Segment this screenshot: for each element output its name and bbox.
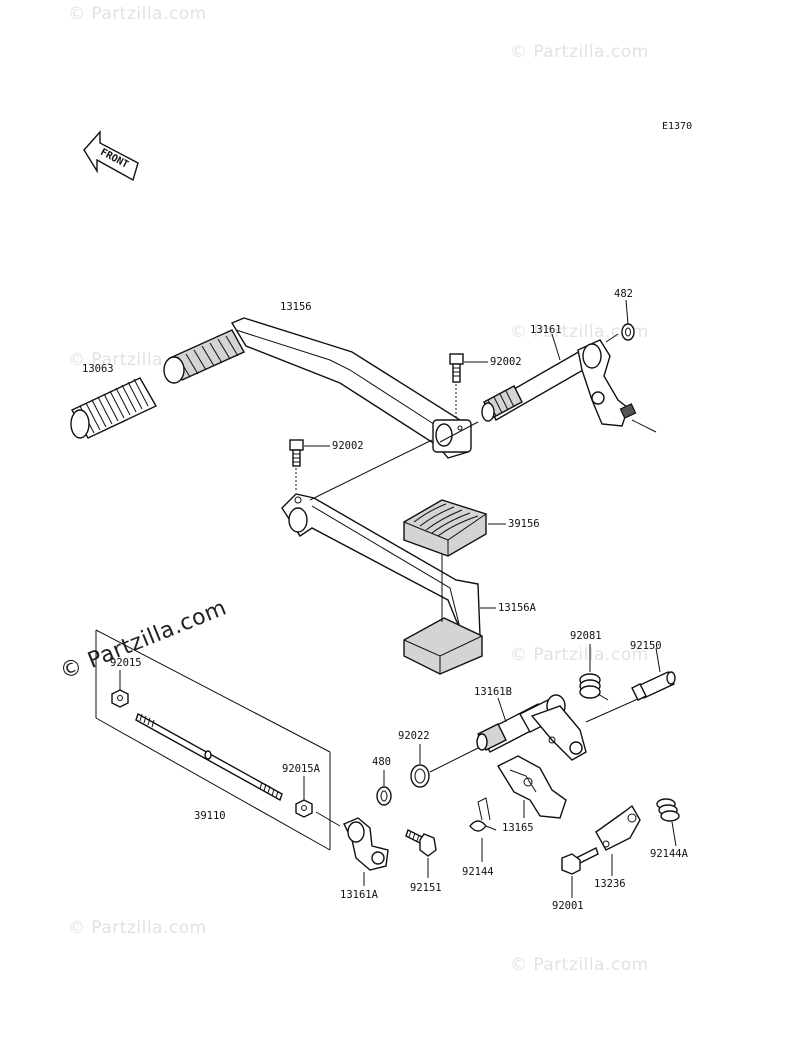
shift-lever-13156 (163, 317, 472, 459)
watermark: © Partzilla.com (68, 918, 207, 938)
shift-lever-13156A (281, 439, 496, 675)
part-label: 13236 (594, 878, 626, 890)
part-label: 480 (372, 756, 391, 768)
bolt-92151 (405, 829, 437, 878)
part-label: 92001 (552, 900, 584, 912)
bolt-92002-lower (289, 439, 330, 492)
part-label: 92015A (282, 763, 320, 775)
part-label: 92081 (570, 630, 602, 642)
bracket-13236 (595, 804, 641, 876)
watermark: © Partzilla.com (510, 645, 649, 665)
part-label: 92144A (650, 848, 688, 860)
circlip-480 (376, 770, 392, 806)
spring-92081 (579, 644, 609, 701)
washer-92022 (410, 744, 479, 788)
part-label: 482 (614, 288, 633, 300)
shift-shaft-13161B (476, 694, 641, 761)
part-label: 92002 (490, 356, 522, 368)
part-label: 92150 (630, 640, 662, 652)
part-label: 13165 (502, 822, 534, 834)
part-label: 13156 (280, 301, 312, 313)
watermark: © Partzilla.com (510, 955, 649, 975)
pedal-pad-39156 (403, 499, 506, 557)
front-arrow-icon: FRONT (83, 130, 139, 182)
part-label: 13156A (498, 602, 536, 614)
part-label: 92151 (410, 882, 442, 894)
part-label: 92015 (110, 657, 142, 669)
circlip-482 (605, 299, 635, 343)
spring-92144A (656, 798, 680, 847)
part-label: 92022 (398, 730, 430, 742)
part-label: 13161B (474, 686, 512, 698)
bolt-92001 (561, 847, 599, 898)
footpeg-rubber-13063 (70, 377, 157, 439)
part-label: 13161 (530, 324, 562, 336)
watermark: © Partzilla.com (510, 42, 649, 62)
part-label: 13161A (340, 889, 378, 901)
part-label: 39156 (508, 518, 540, 530)
diagram-code: E1370 (662, 121, 693, 132)
shift-shaft-13161 (439, 333, 657, 443)
part-label: 92144 (462, 866, 494, 878)
shift-arm-13161A (343, 817, 389, 886)
part-label: 39110 (194, 810, 226, 822)
shift-plate-13165 (497, 755, 567, 819)
part-label: 92002 (332, 440, 364, 452)
bolt-92002-upper (449, 353, 488, 420)
watermark: © Partzilla.com (68, 4, 207, 24)
spring-92144 (469, 797, 497, 862)
part-label: 13063 (82, 363, 114, 375)
tie-rod-assembly (95, 629, 341, 851)
pin-92150 (631, 647, 676, 701)
